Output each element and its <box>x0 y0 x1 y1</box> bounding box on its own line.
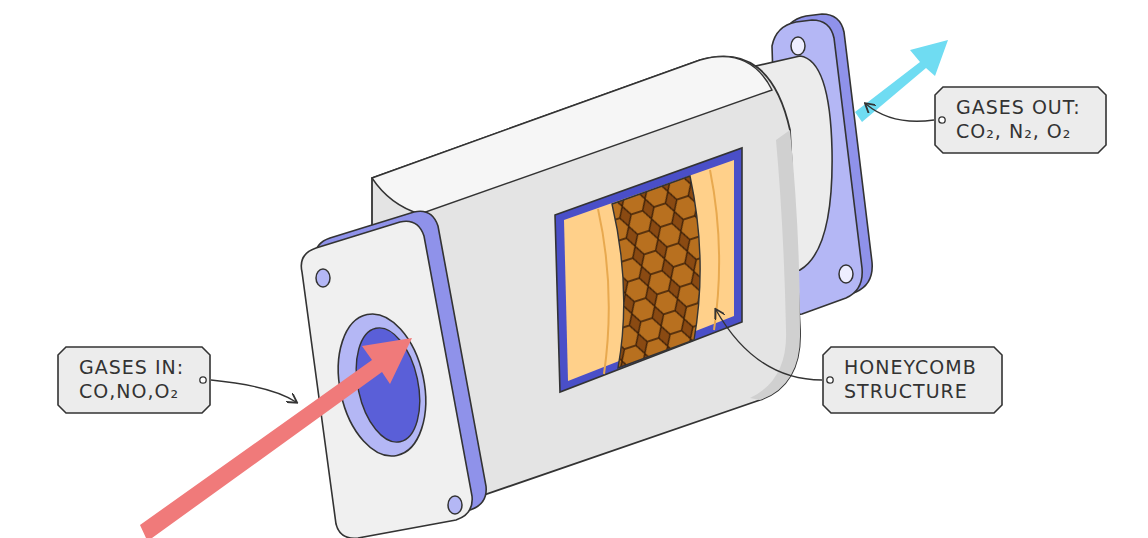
callout-tag: HONEYCOMB STRUCTURE <box>822 346 1003 414</box>
tag-shape <box>935 87 1106 153</box>
tag-dot <box>939 117 945 123</box>
tag-dot <box>827 377 833 383</box>
leader-line <box>716 310 822 380</box>
outlet-arrow <box>855 40 948 122</box>
honeycomb-structure <box>612 176 700 368</box>
tag-label: CO₂, N₂, O₂ <box>956 119 1085 143</box>
tag-label: CO,NO,O₂ <box>79 379 189 403</box>
tag-label: GASES OUT: <box>956 95 1085 119</box>
cutaway-window <box>555 148 742 392</box>
tag-shape <box>58 347 210 413</box>
leader-line <box>866 104 934 121</box>
tag-dot <box>200 377 206 383</box>
tag-shape <box>823 347 1002 413</box>
tag-label: GASES IN: <box>79 355 189 379</box>
callout-tag: GASES OUT:CO₂, N₂, O₂ <box>934 86 1107 154</box>
callout-tag: GASES IN:CO,NO,O₂ <box>57 346 211 414</box>
tag-label: HONEYCOMB STRUCTURE <box>844 355 977 403</box>
leader-line <box>211 380 296 402</box>
